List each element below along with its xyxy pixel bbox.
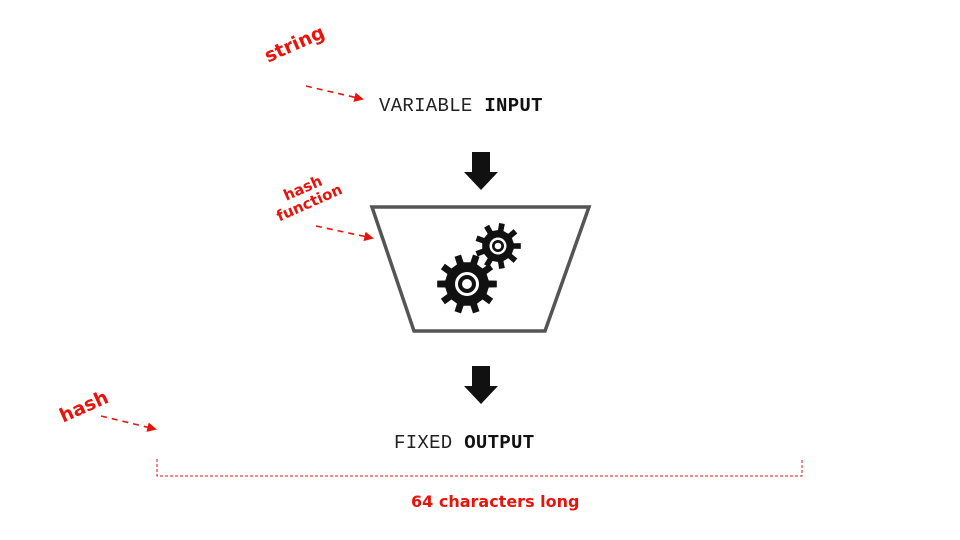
output-label-plain: FIXED bbox=[394, 432, 453, 454]
down-arrow-icon bbox=[464, 366, 498, 404]
output-label: FIXED OUTPUT bbox=[394, 432, 534, 454]
hash-function-pointer-arrow bbox=[315, 225, 374, 242]
funnel-icon bbox=[369, 205, 592, 333]
input-label-bold: INPUT bbox=[484, 95, 543, 117]
string-pointer-arrow bbox=[305, 85, 364, 102]
gear-icon bbox=[437, 254, 497, 314]
length-annotation: 64 characters long bbox=[411, 492, 580, 511]
hash-pointer-arrow bbox=[100, 415, 157, 432]
length-bracket bbox=[156, 459, 803, 477]
input-label: VARIABLE INPUT bbox=[379, 95, 543, 117]
output-label-bold: OUTPUT bbox=[464, 432, 535, 454]
gear-icon bbox=[475, 223, 521, 269]
down-arrow-icon bbox=[464, 152, 498, 190]
input-label-plain: VARIABLE bbox=[379, 95, 473, 117]
